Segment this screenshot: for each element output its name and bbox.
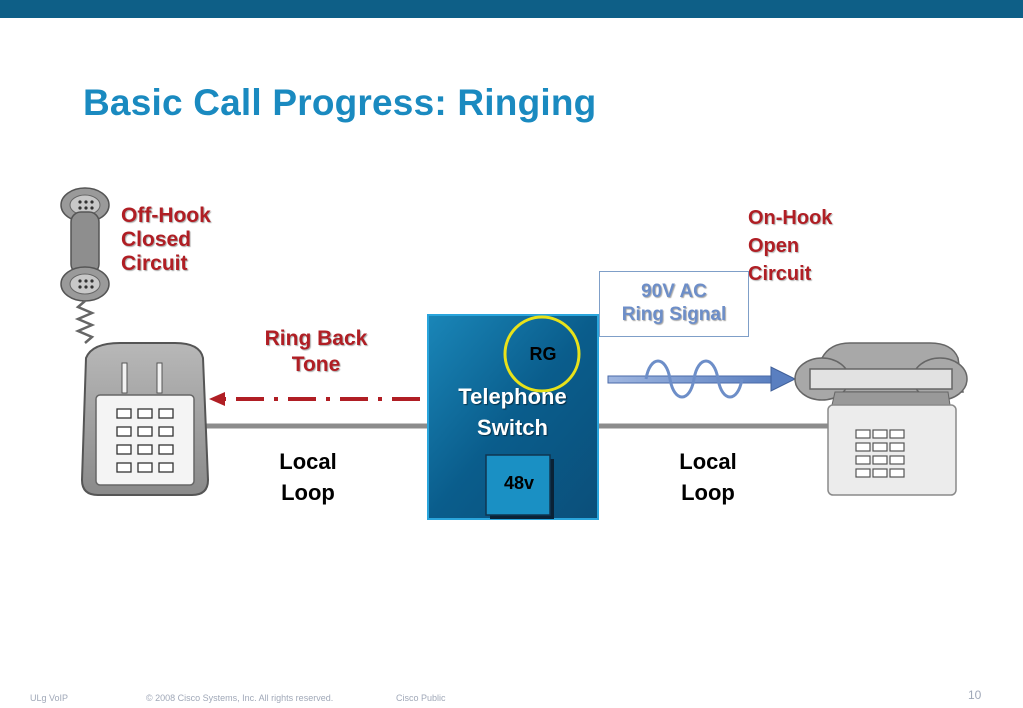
telephone-line: Telephone [458,384,567,409]
battery-voltage-label: 48v [503,473,535,493]
keypad-icon-left [116,408,174,473]
ring-signal-arrow [607,366,797,392]
off-hook-line: Off-Hook [121,204,211,227]
sine-wave-icon [644,359,744,399]
on-hook-line: On-Hook [748,207,833,229]
page-number: 10 [968,688,982,702]
loop-line: Loop [681,479,735,505]
circuit-line: Circuit [121,252,188,276]
ring-back-line: Ring Back [264,327,368,350]
local-loop-left-label: Local Loop [258,447,358,509]
ring-signal-box: 90V AC Ring Signal [599,271,749,337]
switch-line: Switch [477,414,548,440]
top-bar [0,0,1023,18]
footer-course: ULg VoIP [30,693,69,703]
footer-copyright: © 2008 Cisco Systems, Inc. All rights re… [146,693,334,703]
closed-line: Closed [121,228,192,252]
on-hook-open-circuit-label: On-Hook Open Circuit [748,204,832,288]
ring-back-tone-label: Ring Back Tone [250,326,382,379]
local-loop-right-label: Local Loop [658,447,758,509]
ring-generator-label: RG [529,344,557,364]
footer-classification: Cisco Public [396,693,446,703]
ring-signal-text: Ring Signal [621,304,727,325]
ring-signal-voltage: 90V AC [641,281,707,303]
ring-back-tone-arrow [209,392,420,406]
local-line: Local [679,449,737,474]
tone-line: Tone [291,353,341,377]
keypad-icon-right [855,429,905,478]
telephone-switch [427,314,599,520]
local-line: Local [279,449,337,474]
loop-line: Loop [281,479,335,505]
off-hook-closed-circuit-label: Off-Hook Closed Circuit [121,204,211,276]
slide-title: Basic Call Progress: Ringing [83,82,597,123]
telephone-handset-icon [60,187,110,344]
circuit-line: Circuit [748,263,812,285]
open-line: Open [748,235,800,257]
telephone-switch-label: Telephone Switch [430,382,595,444]
